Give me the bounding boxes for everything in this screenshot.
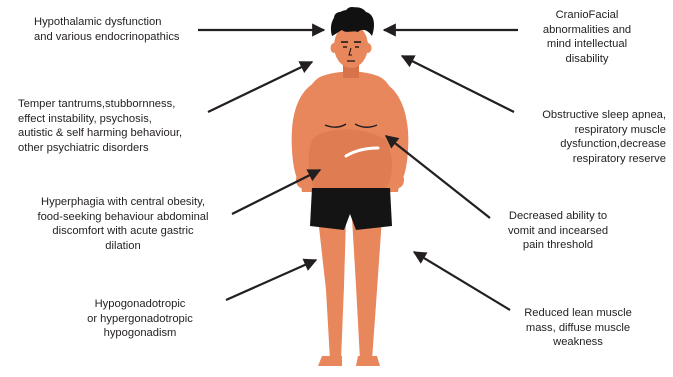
hair-curl	[358, 12, 370, 24]
right-leg	[352, 218, 382, 360]
label-line: weakness	[498, 335, 658, 350]
label-line: dilation	[8, 239, 238, 254]
label-line: dysfunction,decrease	[506, 137, 666, 152]
label-line: autistic & self harming behaviour,	[18, 126, 182, 141]
label-line: hypogonadism	[60, 326, 220, 341]
label-line: discomfort with acute gastric	[8, 224, 238, 239]
label-line: Temper tantrums,stubbornness,	[18, 97, 182, 112]
label-line: mass, diffuse muscle	[498, 321, 658, 336]
left-leg	[318, 218, 346, 360]
label-line: Hypogonadotropic	[60, 297, 220, 312]
label-craniofacial: CranioFacial abnormalities and mind inte…	[512, 8, 662, 66]
label-hypogonad: Hypogonadotropic or hypergonadotropic hy…	[60, 297, 220, 341]
label-hyperphagia: Hyperphagia with central obesity, food-s…	[8, 195, 238, 253]
hair-curl	[334, 12, 346, 24]
label-lean-muscle: Reduced lean muscle mass, diffuse muscle…	[498, 306, 658, 350]
label-line: Reduced lean muscle	[498, 306, 658, 321]
left-foot	[318, 356, 342, 366]
right-foot	[356, 356, 380, 366]
left-ear	[331, 43, 338, 53]
label-line: Hyperphagia with central obesity,	[8, 195, 238, 210]
label-line: respiratory reserve	[506, 152, 666, 167]
label-hypothalamic: Hypothalamic dysfunction and various end…	[34, 15, 180, 44]
label-line: Hypothalamic dysfunction	[34, 15, 180, 30]
right-ear	[365, 43, 372, 53]
label-line: or hypergonadotropic	[60, 312, 220, 327]
label-line: pain threshold	[488, 238, 628, 253]
label-line: respiratory muscle	[506, 123, 666, 138]
label-line: and various endocrinopathics	[34, 30, 180, 45]
label-vomit: Decreased ability to vomit and incearsed…	[488, 209, 628, 253]
label-line: Obstructive sleep apnea,	[506, 108, 666, 123]
label-sleep-apnea: Obstructive sleep apnea, respiratory mus…	[506, 108, 666, 166]
label-line: effect instability, psychosis,	[18, 112, 182, 127]
label-temper: Temper tantrums,stubbornness, effect ins…	[18, 97, 182, 155]
label-line: food-seeking behaviour abdominal	[8, 210, 238, 225]
hair-curl	[345, 7, 359, 21]
label-line: abnormalities and	[512, 23, 662, 38]
label-line: disability	[512, 52, 662, 67]
label-line: other psychiatric disorders	[18, 141, 182, 156]
label-line: vomit and incearsed	[488, 224, 628, 239]
label-line: mind intellectual	[512, 37, 662, 52]
shorts	[310, 188, 392, 230]
label-line: CranioFacial	[512, 8, 662, 23]
belly-shade	[309, 129, 392, 192]
label-line: Decreased ability to	[488, 209, 628, 224]
